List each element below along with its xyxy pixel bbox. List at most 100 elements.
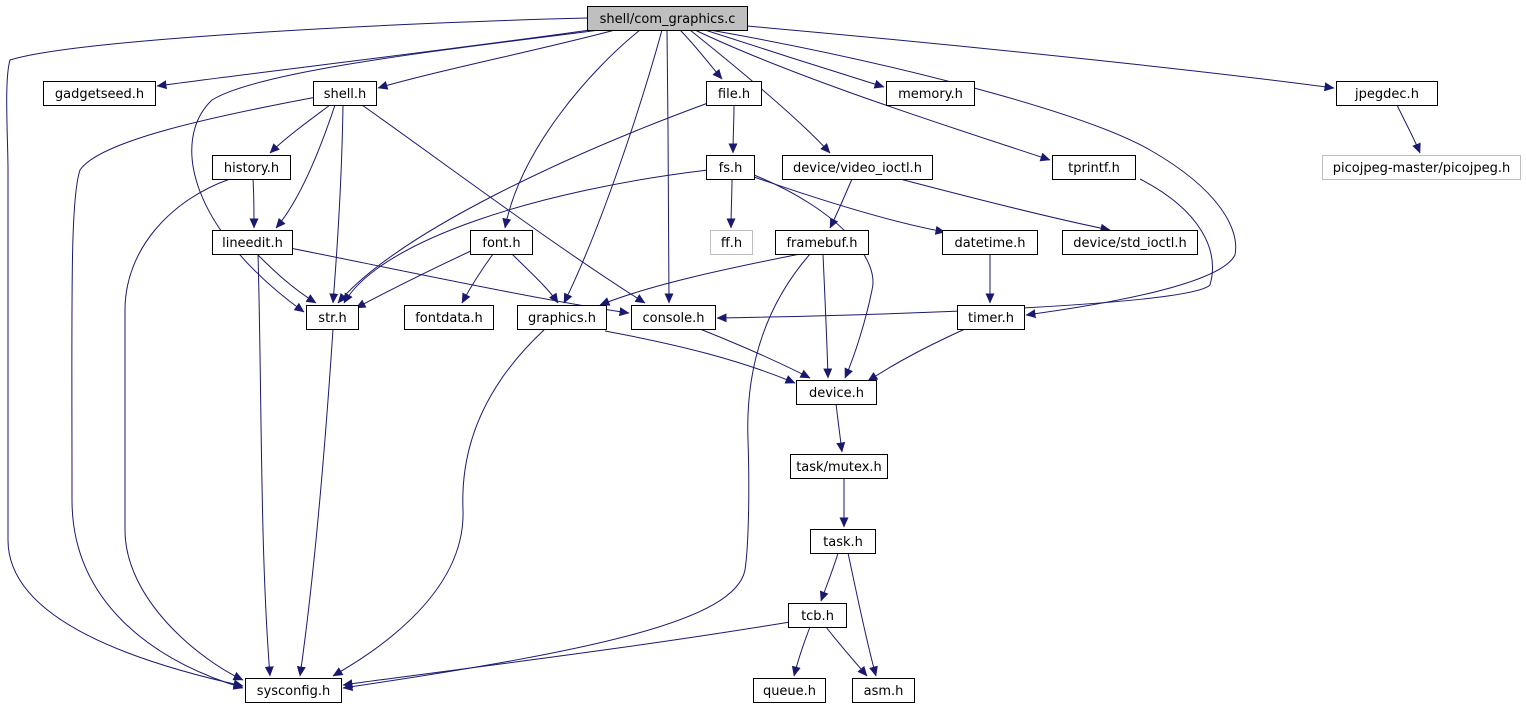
edge-com_graphics-to-console bbox=[664, 29, 674, 304]
edge-com_graphics-to-file bbox=[679, 29, 723, 80]
edge-framebuf-to-device bbox=[822, 253, 833, 379]
node-box bbox=[942, 230, 1038, 255]
node-label: task/mutex.h bbox=[796, 460, 882, 475]
node-picojpeg: picojpeg-master/picojpeg.h bbox=[1322, 155, 1521, 180]
node-memory[interactable]: memory.h bbox=[886, 81, 975, 106]
node-video-ioctl[interactable]: device/video_ioctl.h bbox=[782, 155, 933, 180]
node-box bbox=[43, 81, 156, 106]
node-label: picojpeg-master/picojpeg.h bbox=[1333, 161, 1510, 176]
node-box bbox=[313, 81, 377, 106]
node-box bbox=[957, 305, 1025, 330]
node-sysconfig[interactable]: sysconfig.h bbox=[245, 678, 342, 703]
node-label: asm.h bbox=[864, 684, 904, 699]
edge-video_ioctl-to-std_ioctl bbox=[899, 178, 1111, 233]
node-timer[interactable]: timer.h bbox=[957, 305, 1025, 330]
edge-console-to-device bbox=[699, 328, 811, 379]
node-label: shell.h bbox=[324, 87, 367, 102]
edge-fs-to-device bbox=[753, 174, 874, 379]
node-label: tprintf.h bbox=[1068, 161, 1120, 176]
node-asm[interactable]: asm.h bbox=[852, 678, 915, 703]
node-label: timer.h bbox=[968, 311, 1014, 326]
edge-shell-to-lineedit bbox=[275, 104, 336, 229]
node-box bbox=[1052, 155, 1136, 180]
node-label: datetime.h bbox=[954, 236, 1025, 251]
node-fontdata[interactable]: fontdata.h bbox=[404, 305, 494, 330]
node-box bbox=[517, 305, 607, 330]
node-box bbox=[788, 603, 847, 628]
node-datetime[interactable]: datetime.h bbox=[942, 230, 1038, 255]
node-gadgetseed[interactable]: gadgetseed.h bbox=[43, 81, 156, 106]
edge-history-to-lineedit bbox=[249, 178, 259, 229]
edge-framebuf-to-sysconfig bbox=[342, 253, 811, 692]
edge-graphics-to-sysconfig bbox=[332, 328, 546, 677]
edge-task-to-tcb bbox=[819, 552, 839, 602]
node-std-ioctl[interactable]: device/std_ioctl.h bbox=[1062, 230, 1198, 255]
edge-str-to-sysconfig bbox=[296, 328, 334, 677]
node-box bbox=[775, 230, 869, 255]
edge-device-to-mutex bbox=[835, 403, 846, 453]
node-task[interactable]: task.h bbox=[810, 529, 876, 554]
edge-com_graphics-to-jpegdec bbox=[746, 25, 1335, 92]
node-box bbox=[212, 230, 293, 255]
node-label: gadgetseed.h bbox=[55, 87, 144, 102]
edge-fs-to-ff bbox=[726, 178, 736, 229]
node-file[interactable]: file.h bbox=[706, 81, 762, 106]
node-box bbox=[245, 678, 342, 703]
edge-lineedit-to-console bbox=[289, 247, 630, 317]
node-framebuf[interactable]: framebuf.h bbox=[775, 230, 869, 255]
edge-com_graphics-to-shell bbox=[377, 29, 616, 90]
edge-com_graphics-to-memory bbox=[704, 29, 885, 89]
node-tprintf[interactable]: tprintf.h bbox=[1052, 155, 1136, 180]
node-graphics[interactable]: graphics.h bbox=[517, 305, 607, 330]
node-history[interactable]: history.h bbox=[212, 155, 291, 180]
edge-com_graphics-to-sysconfig bbox=[6, 17, 588, 689]
node-tcb[interactable]: tcb.h bbox=[788, 603, 847, 628]
node-font[interactable]: font.h bbox=[470, 230, 533, 255]
node-label: lineedit.h bbox=[222, 236, 283, 251]
node-label: task.h bbox=[823, 535, 863, 550]
edge-shell-to-history bbox=[269, 104, 331, 154]
node-label: font.h bbox=[482, 236, 520, 251]
node-shell[interactable]: shell.h bbox=[313, 81, 377, 106]
edge-com_graphics-to-str bbox=[191, 29, 601, 313]
node-console[interactable]: console.h bbox=[631, 305, 716, 330]
node-label: tcb.h bbox=[801, 609, 834, 624]
node-jpegdec[interactable]: jpegdec.h bbox=[1336, 81, 1438, 106]
node-box bbox=[710, 230, 753, 255]
node-label: device.h bbox=[809, 386, 864, 401]
edge-file-to-str bbox=[337, 102, 709, 304]
node-box bbox=[306, 305, 359, 330]
node-label: sysconfig.h bbox=[257, 684, 330, 699]
node-str[interactable]: str.h bbox=[306, 305, 359, 330]
node-label: graphics.h bbox=[528, 311, 596, 326]
node-queue[interactable]: queue.h bbox=[753, 678, 826, 703]
node-label: device/video_ioctl.h bbox=[793, 161, 922, 176]
node-label: jpegdec.h bbox=[1354, 87, 1419, 102]
edge-framebuf-to-graphics bbox=[599, 253, 801, 306]
node-box bbox=[404, 305, 494, 330]
edge-com_graphics-to-timer bbox=[709, 29, 1237, 319]
node-label: shell/com_graphics.c bbox=[600, 12, 736, 27]
node-box bbox=[796, 380, 877, 405]
edge-task-to-asm bbox=[847, 552, 878, 677]
node-mutex[interactable]: task/mutex.h bbox=[790, 454, 888, 479]
node-label: file.h bbox=[718, 87, 750, 102]
node-box bbox=[753, 678, 826, 703]
node-box bbox=[886, 81, 975, 106]
edge-video_ioctl-to-framebuf bbox=[829, 178, 853, 229]
node-label: ff.h bbox=[721, 236, 742, 251]
node-label: fontdata.h bbox=[415, 311, 483, 326]
node-device[interactable]: device.h bbox=[796, 380, 877, 405]
node-box bbox=[706, 81, 762, 106]
node-box bbox=[631, 305, 716, 330]
edge-lineedit-to-str bbox=[256, 253, 317, 304]
edge-jpegdec-to-picojpeg bbox=[1396, 104, 1421, 154]
node-box bbox=[706, 155, 755, 180]
edge-com_graphics-to-video_ioctl bbox=[689, 29, 831, 154]
node-lineedit[interactable]: lineedit.h bbox=[212, 230, 293, 255]
node-box bbox=[587, 6, 748, 31]
node-fs[interactable]: fs.h bbox=[706, 155, 755, 180]
node-box bbox=[470, 230, 533, 255]
node-com-graphics[interactable]: shell/com_graphics.c bbox=[587, 6, 748, 31]
node-box bbox=[810, 529, 876, 554]
